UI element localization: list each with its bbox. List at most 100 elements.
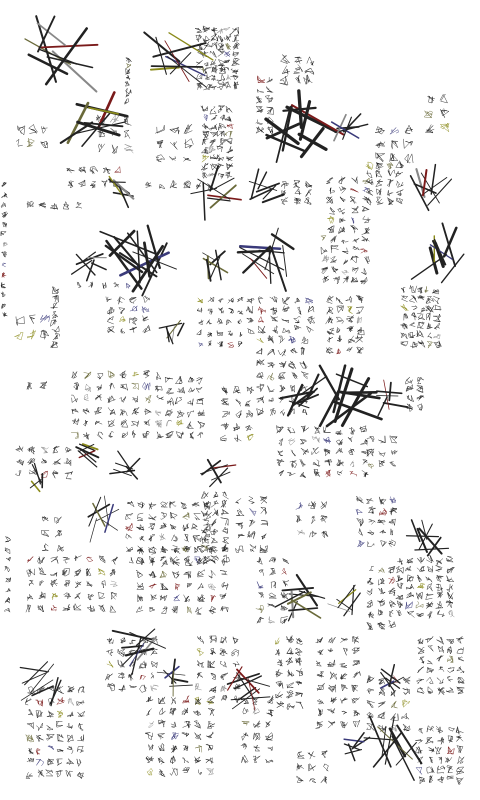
scribble [118, 307, 125, 315]
scribble [208, 123, 217, 131]
scribble [4, 607, 11, 613]
scribble [183, 571, 192, 579]
scribble-stroke [435, 600, 444, 609]
scribble-stroke [41, 126, 48, 134]
scribble [169, 156, 177, 161]
scribble [182, 766, 190, 773]
scribble-stroke [169, 767, 178, 776]
scribble-stroke [406, 394, 414, 402]
scribble-stroke [218, 65, 226, 74]
scribble [123, 115, 132, 126]
scribble-stroke [396, 197, 404, 205]
scribble [208, 340, 212, 347]
scribble [270, 581, 277, 589]
scribble [352, 719, 361, 728]
scribble [225, 74, 231, 81]
scribble-stroke [287, 471, 296, 477]
scribble-stroke [196, 329, 202, 336]
scribble [446, 765, 453, 773]
scribble [255, 126, 265, 134]
scribble-stroke [52, 458, 61, 465]
scribble-stroke [56, 748, 64, 753]
scribble [386, 162, 394, 170]
scribble-stroke [265, 720, 271, 728]
scribble-stroke [404, 124, 413, 134]
scribble [216, 330, 224, 336]
scribble [230, 68, 239, 75]
scribble [170, 745, 178, 753]
scribble [351, 176, 358, 184]
scribble [35, 748, 41, 755]
scribble [119, 396, 127, 403]
scribble [234, 695, 240, 704]
scribble [110, 580, 118, 587]
scribble-stroke [435, 583, 444, 592]
scribble-stroke [210, 537, 218, 544]
scribble [417, 340, 426, 348]
scribble [171, 605, 178, 614]
scribble-stroke [379, 529, 387, 534]
scribble [203, 114, 209, 121]
scribble [260, 506, 267, 515]
scribble [26, 382, 32, 390]
scribble-stroke [129, 639, 136, 645]
scribble [277, 348, 286, 357]
scribble [50, 571, 58, 577]
scribble [148, 546, 157, 555]
scribble [156, 431, 164, 439]
scribble [208, 145, 216, 154]
scribble [287, 471, 296, 477]
scribble-stroke [315, 660, 322, 667]
scribble [121, 431, 128, 438]
scribble [378, 508, 387, 516]
bold-line [29, 479, 42, 489]
scribble-stroke [280, 197, 289, 205]
scribble [142, 325, 151, 334]
scribble [252, 732, 261, 741]
scribble [338, 176, 346, 185]
scribble [366, 436, 375, 443]
scribble-stroke [276, 701, 285, 708]
scribble-stroke [77, 745, 84, 753]
scribble [107, 326, 115, 334]
scribble-stroke [210, 594, 216, 603]
bold-line [205, 258, 212, 282]
scribble [142, 370, 150, 379]
scribble [129, 316, 138, 325]
scribble [327, 659, 336, 667]
scribble-stroke [400, 287, 406, 294]
scribble-stroke [226, 156, 234, 162]
scribble-stroke [356, 518, 364, 527]
scribble [446, 566, 455, 574]
scribble-stroke [78, 179, 86, 188]
scribble [352, 671, 361, 678]
scribble-stroke [456, 666, 465, 674]
scribble-stroke [35, 699, 44, 707]
scribble-stroke [159, 570, 167, 578]
scribble [267, 385, 275, 393]
scribble [296, 775, 304, 783]
scribble-stroke [295, 647, 303, 657]
scribble-stroke [47, 745, 54, 751]
scribble [125, 68, 131, 75]
scribble [424, 286, 429, 294]
scribble [217, 42, 225, 51]
scribble-stroke [293, 179, 301, 189]
scribble-stroke [149, 555, 156, 563]
scribble [83, 371, 92, 380]
scribble [299, 471, 307, 479]
scribble-stroke [228, 307, 234, 314]
scribble-stroke [415, 591, 423, 600]
scribble-stroke [234, 695, 240, 704]
scribble-stroke [196, 73, 203, 80]
scribble [300, 448, 309, 456]
scribble-stroke [447, 667, 455, 673]
scribble [148, 534, 156, 542]
scribble-stroke [428, 747, 435, 753]
scribble-stroke [355, 335, 363, 344]
scribble-stroke [335, 297, 343, 304]
scribble [202, 500, 210, 507]
scribble [1, 192, 8, 199]
scribble-stroke [4, 547, 11, 554]
scribble [336, 326, 341, 334]
